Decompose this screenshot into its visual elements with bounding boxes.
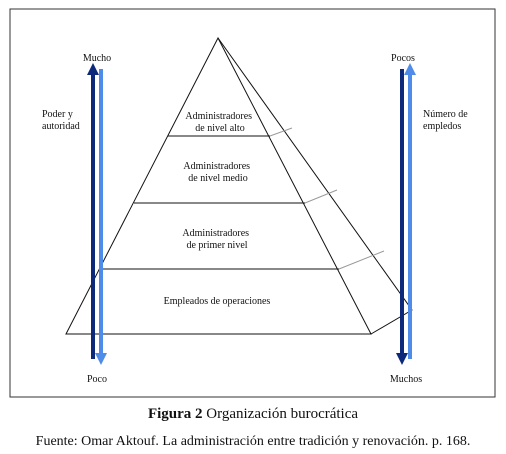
side-divider-3 [338, 250, 385, 270]
left-bottom-label: Poco [87, 374, 107, 385]
level-label-middle: Administradores de nivel medio [183, 161, 252, 184]
right-top-label: Pocos [391, 53, 415, 64]
figure-frame [9, 8, 496, 398]
side-divider-1 [269, 127, 293, 137]
figure-number: Figura 2 [147, 406, 203, 422]
figure-source: Fuente: Omar Aktouf. La administración e… [35, 434, 471, 449]
level-label-operations: Empleados de operaciones [164, 296, 271, 307]
figure-caption: Figura 2 Organización burocrática [0, 406, 506, 423]
pyramid-front-face [65, 36, 372, 335]
left-side-label: Poder y autoridad [42, 109, 80, 132]
left-top-label: Mucho [83, 53, 111, 64]
pyramid-side-face [217, 37, 413, 335]
side-divider-2 [304, 189, 338, 204]
right-side-label: Número de empledos [423, 109, 470, 132]
right-bottom-label: Muchos [390, 374, 422, 385]
bureaucratic-pyramid-diagram: Administradores de nivel alto Administra… [9, 8, 496, 398]
figure-title: Organización burocrática [202, 406, 359, 422]
level-label-top: Administradores de nivel alto [185, 111, 254, 134]
level-label-first-line: Administradores de primer nivel [182, 228, 251, 251]
